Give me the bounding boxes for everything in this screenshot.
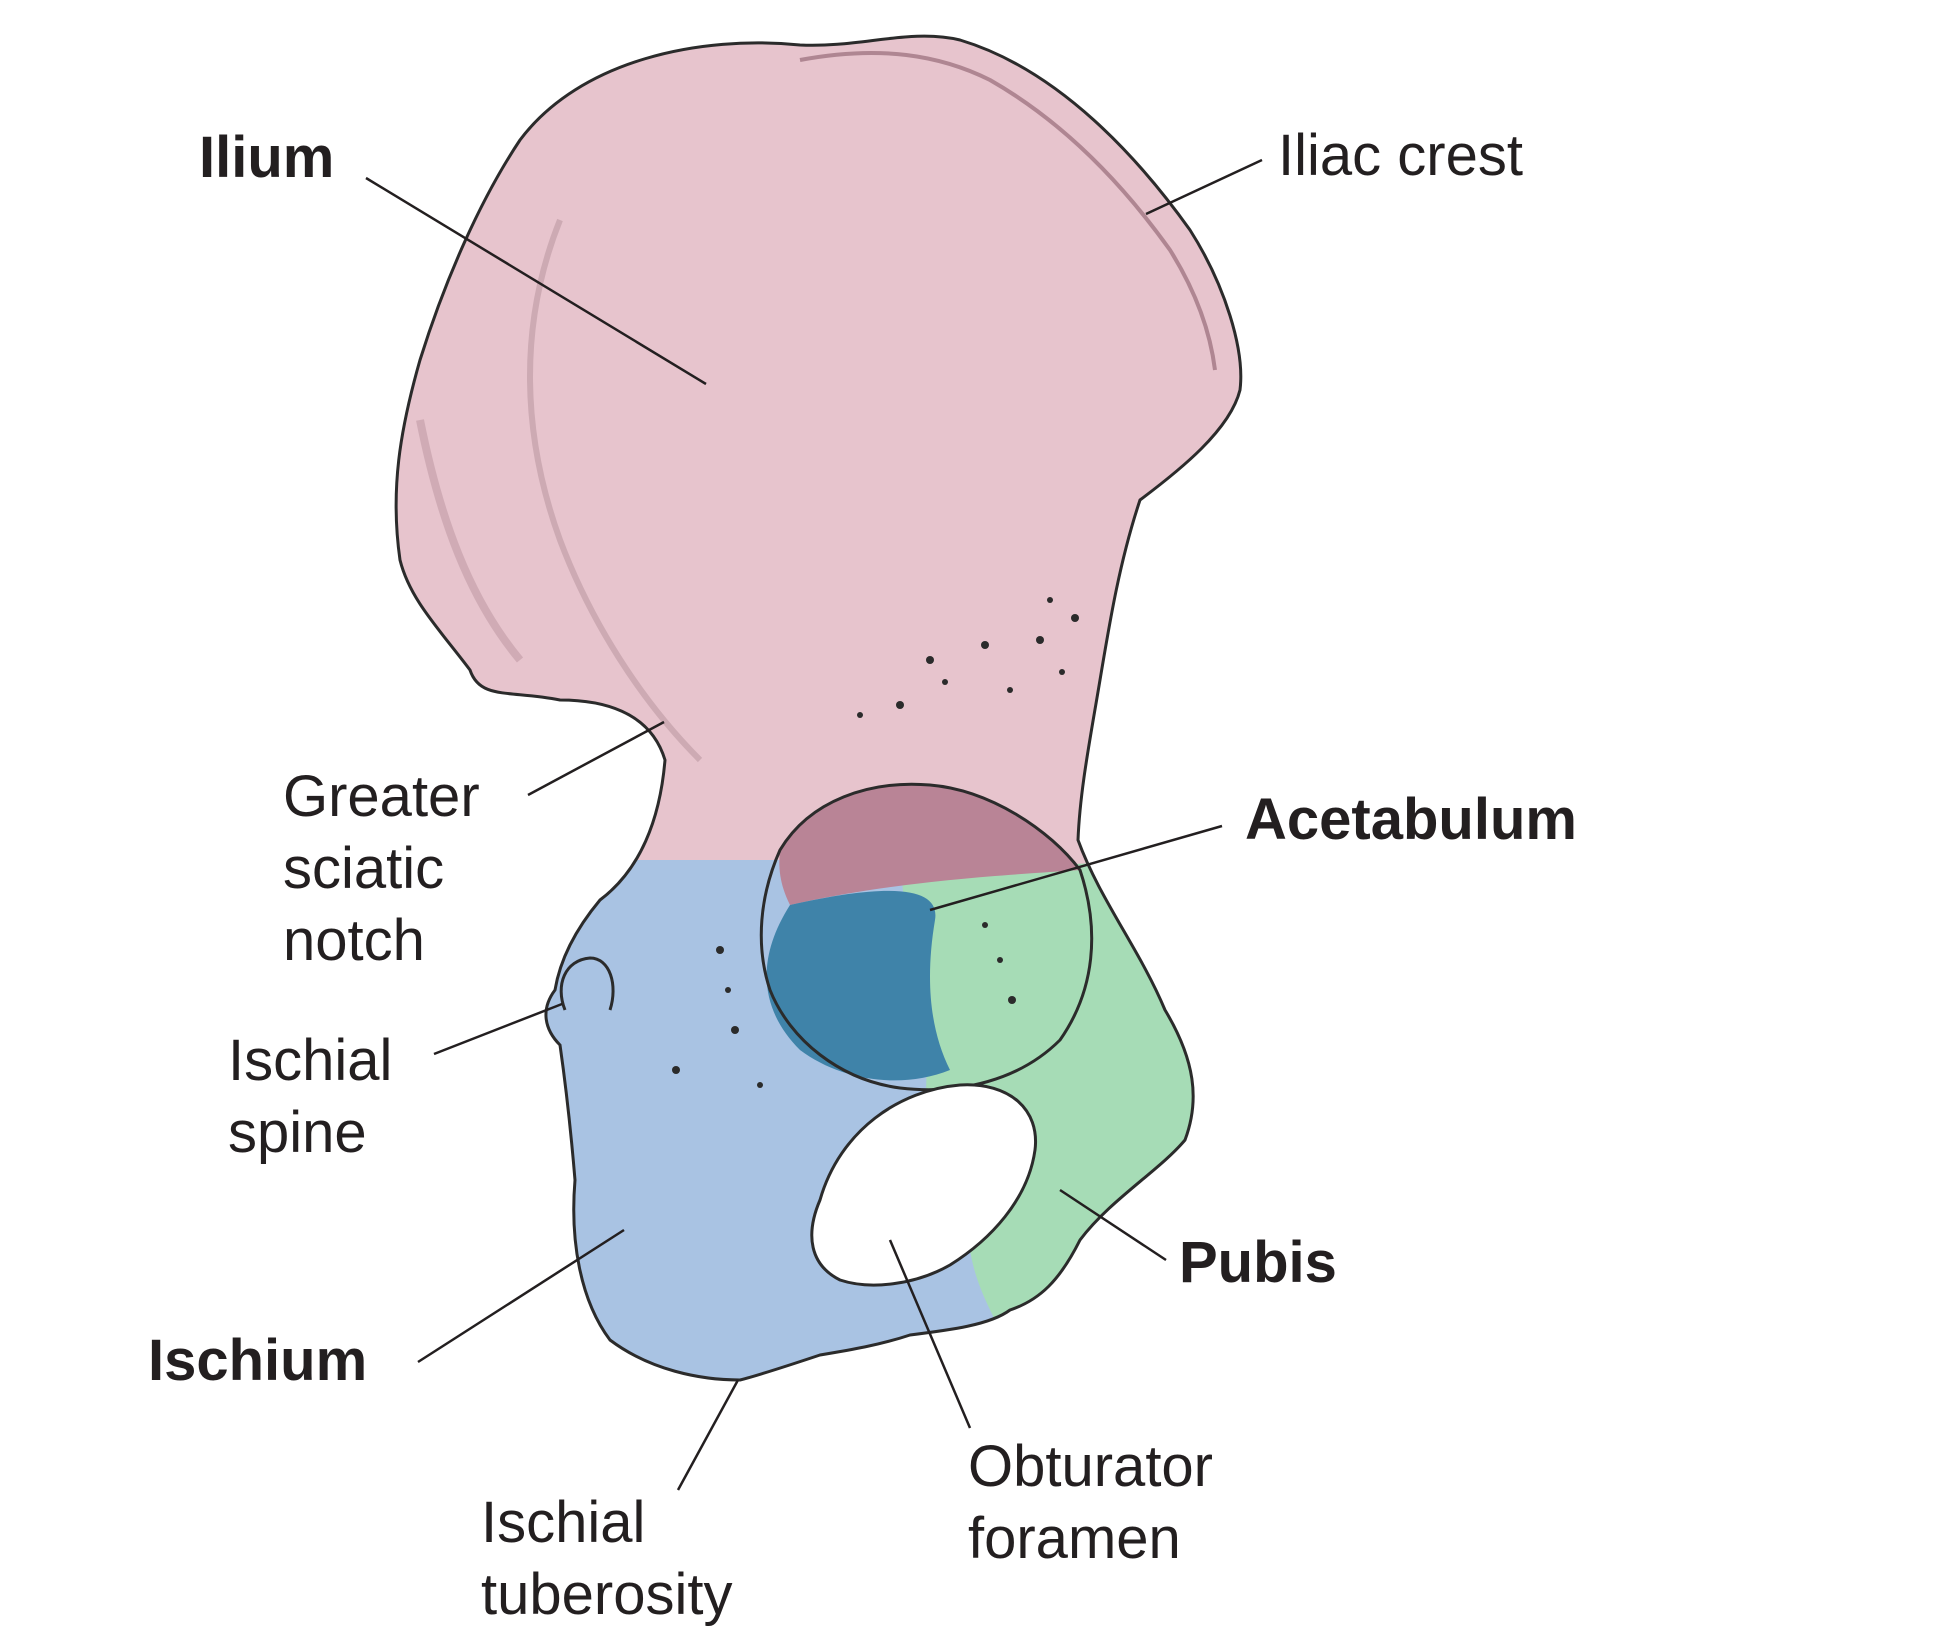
label-ilium-text: Ilium	[199, 125, 335, 190]
leader-lines	[365, 158, 1263, 1491]
ischial-spine-leader	[433, 1002, 563, 1056]
label-ischium: Ischium	[148, 1325, 367, 1397]
iliac-crest-leader	[1145, 158, 1263, 216]
label-ischial-spine-line1: Ischial	[228, 1028, 393, 1093]
acetabulum-ilium-part	[779, 784, 1080, 905]
label-acetabulum: Acetabulum	[1245, 784, 1577, 856]
label-greater-sciatic-notch-line1: Greater	[283, 764, 480, 829]
iliac-fossa-contour	[527, 218, 703, 763]
greater-sciatic-notch-leader	[527, 720, 665, 797]
label-ischial-tuberosity-line1: Ischial	[481, 1490, 646, 1555]
label-acetabulum-text: Acetabulum	[1245, 787, 1577, 852]
acetabulum-leader	[929, 824, 1223, 912]
label-greater-sciatic-notch-line3: notch	[283, 908, 425, 973]
label-ischial-tuberosity: Ischial tuberosity	[481, 1487, 732, 1631]
label-pubis-text: Pubis	[1179, 1230, 1337, 1295]
label-ilium: Ilium	[199, 122, 334, 194]
label-ischial-tuberosity-line2: tuberosity	[481, 1562, 733, 1627]
label-obturator-foramen-line1: Obturator	[968, 1434, 1213, 1499]
label-pubis: Pubis	[1179, 1227, 1337, 1299]
label-ischial-spine-line2: spine	[228, 1100, 367, 1165]
pubis-leader	[1059, 1188, 1167, 1262]
obturator-foramen-shape	[810, 1083, 1038, 1287]
label-ischium-text: Ischium	[148, 1328, 368, 1393]
label-ischial-spine: Ischial spine	[228, 1025, 392, 1169]
acetabulum-ischium-part	[766, 890, 950, 1081]
label-obturator-foramen: Obturator foramen	[968, 1431, 1213, 1575]
label-iliac-crest: Iliac crest	[1278, 120, 1523, 192]
label-obturator-foramen-line2: foramen	[968, 1506, 1181, 1571]
ischium-leader	[417, 1228, 625, 1364]
obturator-foramen-leader	[888, 1239, 972, 1429]
label-greater-sciatic-notch: Greater sciatic notch	[283, 761, 480, 977]
foramina-dots	[672, 597, 1079, 1088]
ischial-spine-bump	[559, 956, 615, 1011]
label-iliac-crest-text: Iliac crest	[1278, 123, 1523, 188]
label-greater-sciatic-notch-line2: sciatic	[283, 836, 445, 901]
ischial-tuberosity-leader	[676, 1379, 740, 1491]
acetabulum-rim	[759, 782, 1094, 1092]
ilium-leader	[365, 176, 707, 386]
acetabulum	[759, 782, 1094, 1092]
sciatic-notch-shading	[416, 419, 524, 663]
bone-outline	[394, 34, 1243, 1382]
iliac-crest-ridge	[799, 50, 1217, 371]
